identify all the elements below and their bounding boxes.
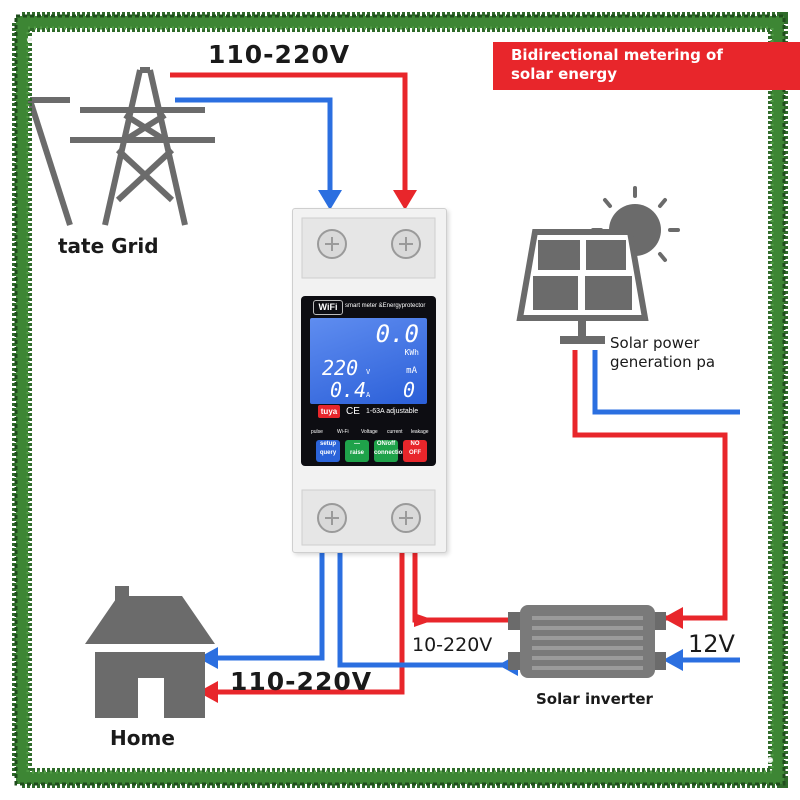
indicator-pulse: pulse xyxy=(311,429,323,435)
state-grid-label: tate Grid xyxy=(58,234,159,258)
inverter-neutral-wire xyxy=(337,552,515,668)
grid-live-arrow xyxy=(393,190,417,210)
setup-query-button-bottom: query xyxy=(319,450,337,456)
indicator-voltage: Voltage xyxy=(361,429,378,435)
solar-panel-label-line1: Solar power xyxy=(610,334,700,352)
onoff-connection-button-bottom: connection xyxy=(374,450,407,456)
indicator-leakage: leakage xyxy=(411,429,429,435)
power-tower-icon xyxy=(27,67,215,226)
inverter-live-arrow xyxy=(414,613,434,627)
grid-live-wire xyxy=(170,72,408,195)
wifi-badge: WiFi xyxy=(313,300,343,315)
inverter-live-wire xyxy=(412,552,515,623)
device-terminals xyxy=(301,217,436,546)
home-live-wire xyxy=(215,552,405,695)
no-off-button-bottom: OFF xyxy=(409,450,421,456)
dc-live-arrow xyxy=(663,607,683,629)
dc-voltage-label: 12V xyxy=(688,630,735,658)
solar-live-wire xyxy=(572,350,728,621)
banner-line-2: solar energy xyxy=(511,65,618,83)
rating-text: 1-63A adjustable xyxy=(366,408,419,415)
leakage-value: 0 xyxy=(402,378,415,402)
solar-panel-icon xyxy=(516,229,649,344)
solar-panel-label-line2: generation pa xyxy=(610,353,716,371)
energy-value: 0.0 xyxy=(375,320,419,348)
raise-button-top: — xyxy=(354,441,360,447)
indicator-current: current xyxy=(387,429,403,435)
house-icon xyxy=(85,586,215,718)
onoff-connection-button[interactable]: ON/off connection xyxy=(374,440,407,462)
current-value: 0.4 xyxy=(330,378,367,402)
energy-unit: KWh xyxy=(404,348,419,357)
raise-button-bottom: raise xyxy=(349,450,364,456)
onoff-connection-button-top: ON/off xyxy=(376,441,396,447)
inverter-voltage-label: 10-220V xyxy=(412,634,493,656)
terminal-screw-bottom-right xyxy=(391,503,421,533)
grid-voltage-label: 110-220V xyxy=(208,40,351,69)
no-off-button-top: NO xyxy=(410,441,420,447)
terminal-screw-bottom-left xyxy=(317,503,347,533)
banner-line-1: Bidirectional metering of xyxy=(511,46,723,64)
no-off-button[interactable]: NO OFF xyxy=(403,440,427,462)
tuya-logo: tuya xyxy=(318,405,340,418)
lcd-display: 0.0 KWh 220 V mA 0.4 A 0 xyxy=(310,318,427,404)
home-neutral-arrow xyxy=(198,647,218,669)
indicator-row: pulse Wi-Fi Voltage current leakage xyxy=(311,426,431,438)
home-live-arrow xyxy=(198,681,218,703)
leakage-unit: mA xyxy=(406,366,417,376)
grid-neutral-arrow xyxy=(318,190,342,210)
raise-button[interactable]: — raise xyxy=(345,440,369,462)
dc-neutral-arrow xyxy=(663,649,683,671)
setup-query-button-top: setup xyxy=(319,441,336,447)
home-neutral-wire xyxy=(215,552,325,661)
inverter-icon xyxy=(508,605,666,678)
inverter-label: Solar inverter xyxy=(536,690,653,708)
title-banner: Bidirectional metering of solar energy xyxy=(493,42,800,90)
voltage-value: 220 xyxy=(322,356,359,380)
setup-query-button[interactable]: setup query xyxy=(316,440,340,462)
current-unit: A xyxy=(366,391,371,399)
decorative-frame xyxy=(12,12,788,788)
indicator-wifi: Wi-Fi xyxy=(337,429,349,435)
product-name: smart meter &Energyprotector xyxy=(345,303,426,309)
terminal-screw-top-left xyxy=(317,229,347,259)
home-voltage-label: 110-220V xyxy=(230,667,373,696)
home-label: Home xyxy=(110,726,175,750)
terminal-screw-top-right xyxy=(391,229,421,259)
grid-neutral-wire xyxy=(175,97,333,195)
voltage-unit: V xyxy=(366,368,371,376)
solar-neutral-wire xyxy=(592,350,740,415)
ce-mark: CE xyxy=(346,406,360,417)
